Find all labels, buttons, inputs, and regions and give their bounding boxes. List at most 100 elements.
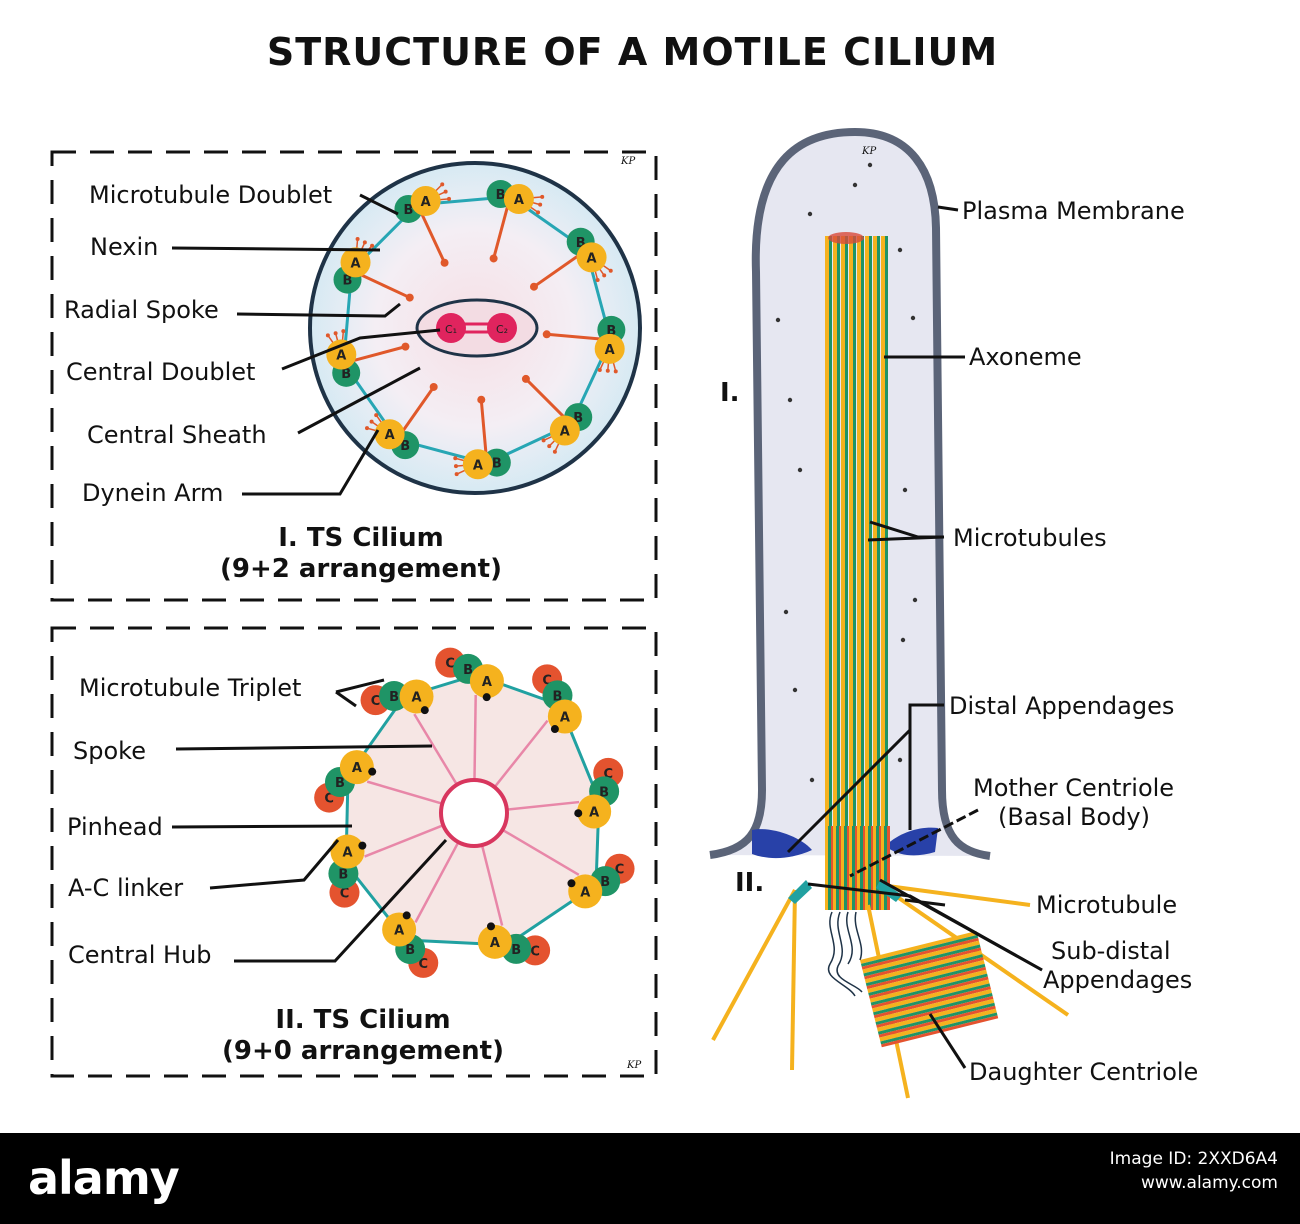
label-microtubule-triplet: Microtubule Triplet (79, 674, 302, 702)
axoneme-b-tubule (845, 236, 848, 842)
leader-microtubule-triplet-2 (335, 690, 357, 708)
diagram-title: STRUCTURE OF A MOTILE CILIUM (266, 30, 999, 74)
daughter-a-tubule (864, 950, 983, 984)
b-tubule-letter: B (573, 411, 583, 426)
appendage-fibre (879, 883, 1031, 907)
caption-ts-cilium-9-2-line2: (9+2 arrangement) (220, 554, 502, 584)
rootlet-fibres (827, 911, 863, 997)
dynein-arm-tip (453, 464, 458, 469)
a-tubule (410, 185, 441, 216)
central-c1-letter: C₁ (445, 323, 457, 336)
artist-mark-panel1: KP (621, 156, 636, 167)
label-distal-appendages: Distal Appendages (949, 692, 1175, 720)
leader-plasma-membrane (937, 205, 959, 212)
spoke (366, 780, 443, 805)
b-tubule-letter: B (400, 439, 410, 454)
speck (807, 211, 813, 217)
central-c2-letter: C₂ (496, 323, 508, 336)
artist-mark-panel2: KP (627, 1060, 642, 1071)
a-tubule-letter: A (560, 425, 570, 440)
b-tubule-letter: B (341, 367, 351, 382)
pinhead (368, 767, 377, 776)
spoke (501, 828, 580, 876)
speck (910, 315, 916, 321)
longitudinal-cilium (709, 127, 1070, 1099)
caption-ts-cilium-9-0-line1: II. TS Cilium (275, 1005, 451, 1035)
a-tubule (382, 912, 417, 947)
appendage-fibre (790, 889, 797, 1071)
leader-sub-distal-2 (879, 878, 1043, 972)
spoke (493, 719, 549, 788)
a-tubule (547, 699, 582, 734)
b-tubule-letter: B (599, 785, 609, 800)
basal-a-tubule (873, 826, 876, 910)
leader-ac-linker (209, 839, 340, 890)
b-tubule-letter: B (606, 324, 616, 339)
caption-ts-cilium-9-0-line2: (9+0 arrangement) (222, 1036, 504, 1066)
label-microtubule: Microtubule (1036, 891, 1178, 919)
leader-microtubule (904, 898, 946, 907)
daughter-a-tubule (860, 930, 978, 964)
pinhead (402, 911, 411, 920)
c-tubule-letter: C (603, 767, 613, 782)
a-tubule (340, 247, 371, 278)
speck (852, 182, 858, 188)
basal-b-tubule (844, 826, 847, 910)
b-tubule-letter: B (492, 457, 502, 472)
a-tubule (576, 242, 607, 273)
speck (897, 757, 903, 763)
a-tubule-letter: A (385, 428, 395, 443)
caption-ts-cilium-9-2: I. TS Cilium (9+2 arrangement) (166, 523, 556, 585)
leader-central-hub (234, 838, 448, 963)
c-tubule-letter: C (530, 944, 540, 959)
label-plasma-membrane: Plasma Membrane (962, 197, 1185, 225)
leader-pinhead (171, 824, 353, 829)
spoke (364, 824, 444, 858)
label-microtubule-doublet: Microtubule Doublet (89, 181, 333, 209)
a-tubule-letter: A (411, 690, 421, 705)
basal-c-tubule (847, 826, 850, 910)
dynein-arm-tip (370, 243, 375, 248)
ac-linker-ring (344, 673, 601, 947)
a-tubule-letter: A (514, 193, 524, 208)
dynein-arm-tip (355, 237, 360, 242)
daughter-a-tubule (876, 998, 995, 1032)
daughter-c-tubule (864, 947, 982, 980)
daughter-b-tubule (875, 993, 993, 1025)
spoke (506, 800, 580, 811)
central-microtubule-c1 (436, 313, 466, 343)
a-tubule (477, 924, 512, 959)
a-tubule (462, 449, 493, 480)
a-tubule-letter: A (342, 846, 352, 861)
site-url: www.alamy.com (1140, 1173, 1278, 1193)
daughter-a-tubule (862, 940, 980, 974)
spoke-head (529, 282, 538, 291)
dynein-arm-tip (538, 202, 543, 207)
speck (809, 777, 815, 783)
a-tubule-letter: A (605, 343, 615, 358)
a-tubule-letter: A (580, 885, 590, 900)
daughter-a-tubule (872, 979, 990, 1013)
c-tubule-letter: C (340, 887, 350, 902)
watermark-footer: alamy Image ID: 2XXD6A4 www.alamy.com (0, 1133, 1300, 1224)
c-tubule-letter: C (615, 863, 625, 878)
daughter-b-tubule (870, 973, 988, 1006)
label-appendages: Appendages (1043, 966, 1193, 994)
basal-b-tubule (868, 826, 871, 910)
leader-central-doublet (281, 328, 441, 371)
spoke-head (429, 382, 438, 391)
basal-b-tubule (852, 826, 855, 910)
a-tubule (594, 333, 625, 364)
a-tubule-letter: A (336, 349, 346, 364)
a-tubule (577, 794, 612, 829)
basal-c-tubule (887, 826, 890, 910)
a-tubule (549, 415, 580, 446)
b-tubule-letter: B (496, 188, 506, 203)
daughter-c-tubule (871, 976, 989, 1009)
a-tubule-letter: A (351, 256, 361, 271)
b-tubule-letter: B (405, 943, 415, 958)
dynein-arm-tip (443, 189, 448, 194)
artist-mark-cilium: KP (862, 146, 877, 157)
